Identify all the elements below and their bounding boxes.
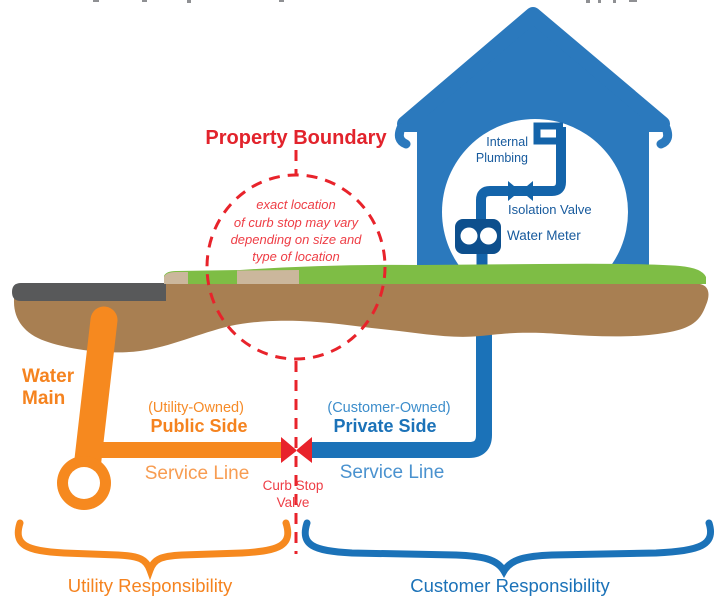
cropped-text-remnant (93, 0, 637, 3)
note-line-4: type of location (252, 249, 339, 264)
internal-pipe-hook (533, 122, 563, 145)
utility-service-line-label: Service Line (145, 463, 250, 484)
water-meter-label: Water Meter (507, 228, 581, 243)
water-main-label-line2: Main (22, 388, 65, 409)
utility-responsibility-brace (14, 519, 292, 581)
roof-eave-curls (394, 123, 673, 149)
soil (14, 284, 709, 353)
water-main-pipe (57, 306, 118, 510)
property-boundary-label: Property Boundary (205, 127, 387, 149)
note-line-2: of curb stop may vary (234, 215, 360, 230)
customer-service-line-label: Service Line (340, 462, 445, 483)
utility-owned-label: (Utility-Owned) (148, 400, 244, 416)
note-line-1: exact location (256, 197, 336, 212)
water-main-label-line1: Water (22, 366, 75, 387)
curb-stop-note: exact location of curb stop may vary dep… (231, 197, 363, 264)
internal-plumbing-label-line2: Plumbing (476, 151, 528, 165)
water-meter-icon (455, 219, 501, 254)
house-interior-circle (442, 119, 628, 305)
curb-stop-valve-label-line1: Curb Stop (263, 478, 324, 493)
internal-plumbing-label-line1: Internal (486, 135, 528, 149)
meter-dial-right (480, 227, 497, 245)
isolation-valve-label: Isolation Valve (508, 202, 592, 217)
house-roof (397, 7, 670, 132)
customer-service-pipe (310, 280, 492, 458)
public-side-label: Public Side (150, 416, 247, 436)
house: Internal Plumbing Isolation Valve Water … (394, 7, 673, 305)
meter-dial-left (460, 227, 478, 245)
curb-stop-area-circle (205, 173, 387, 361)
utility-responsibility-label: Utility Responsibility (68, 575, 233, 596)
private-side-label: Private Side (333, 416, 436, 436)
note-line-3: depending on size and (231, 232, 363, 247)
property-boundary-dashes (205, 150, 387, 554)
grass (164, 263, 706, 284)
road (12, 283, 166, 301)
curb-stop-valve-label-line2: Valve (277, 495, 310, 510)
isolation-valve-icon (508, 181, 533, 201)
customer-responsibility-label: Customer Responsibility (410, 575, 610, 596)
curb-stop-valve-icon (281, 437, 312, 463)
customer-owned-label: (Customer-Owned) (327, 400, 450, 416)
customer-responsibility-brace (301, 519, 714, 578)
sidewalk-patches (164, 270, 299, 284)
